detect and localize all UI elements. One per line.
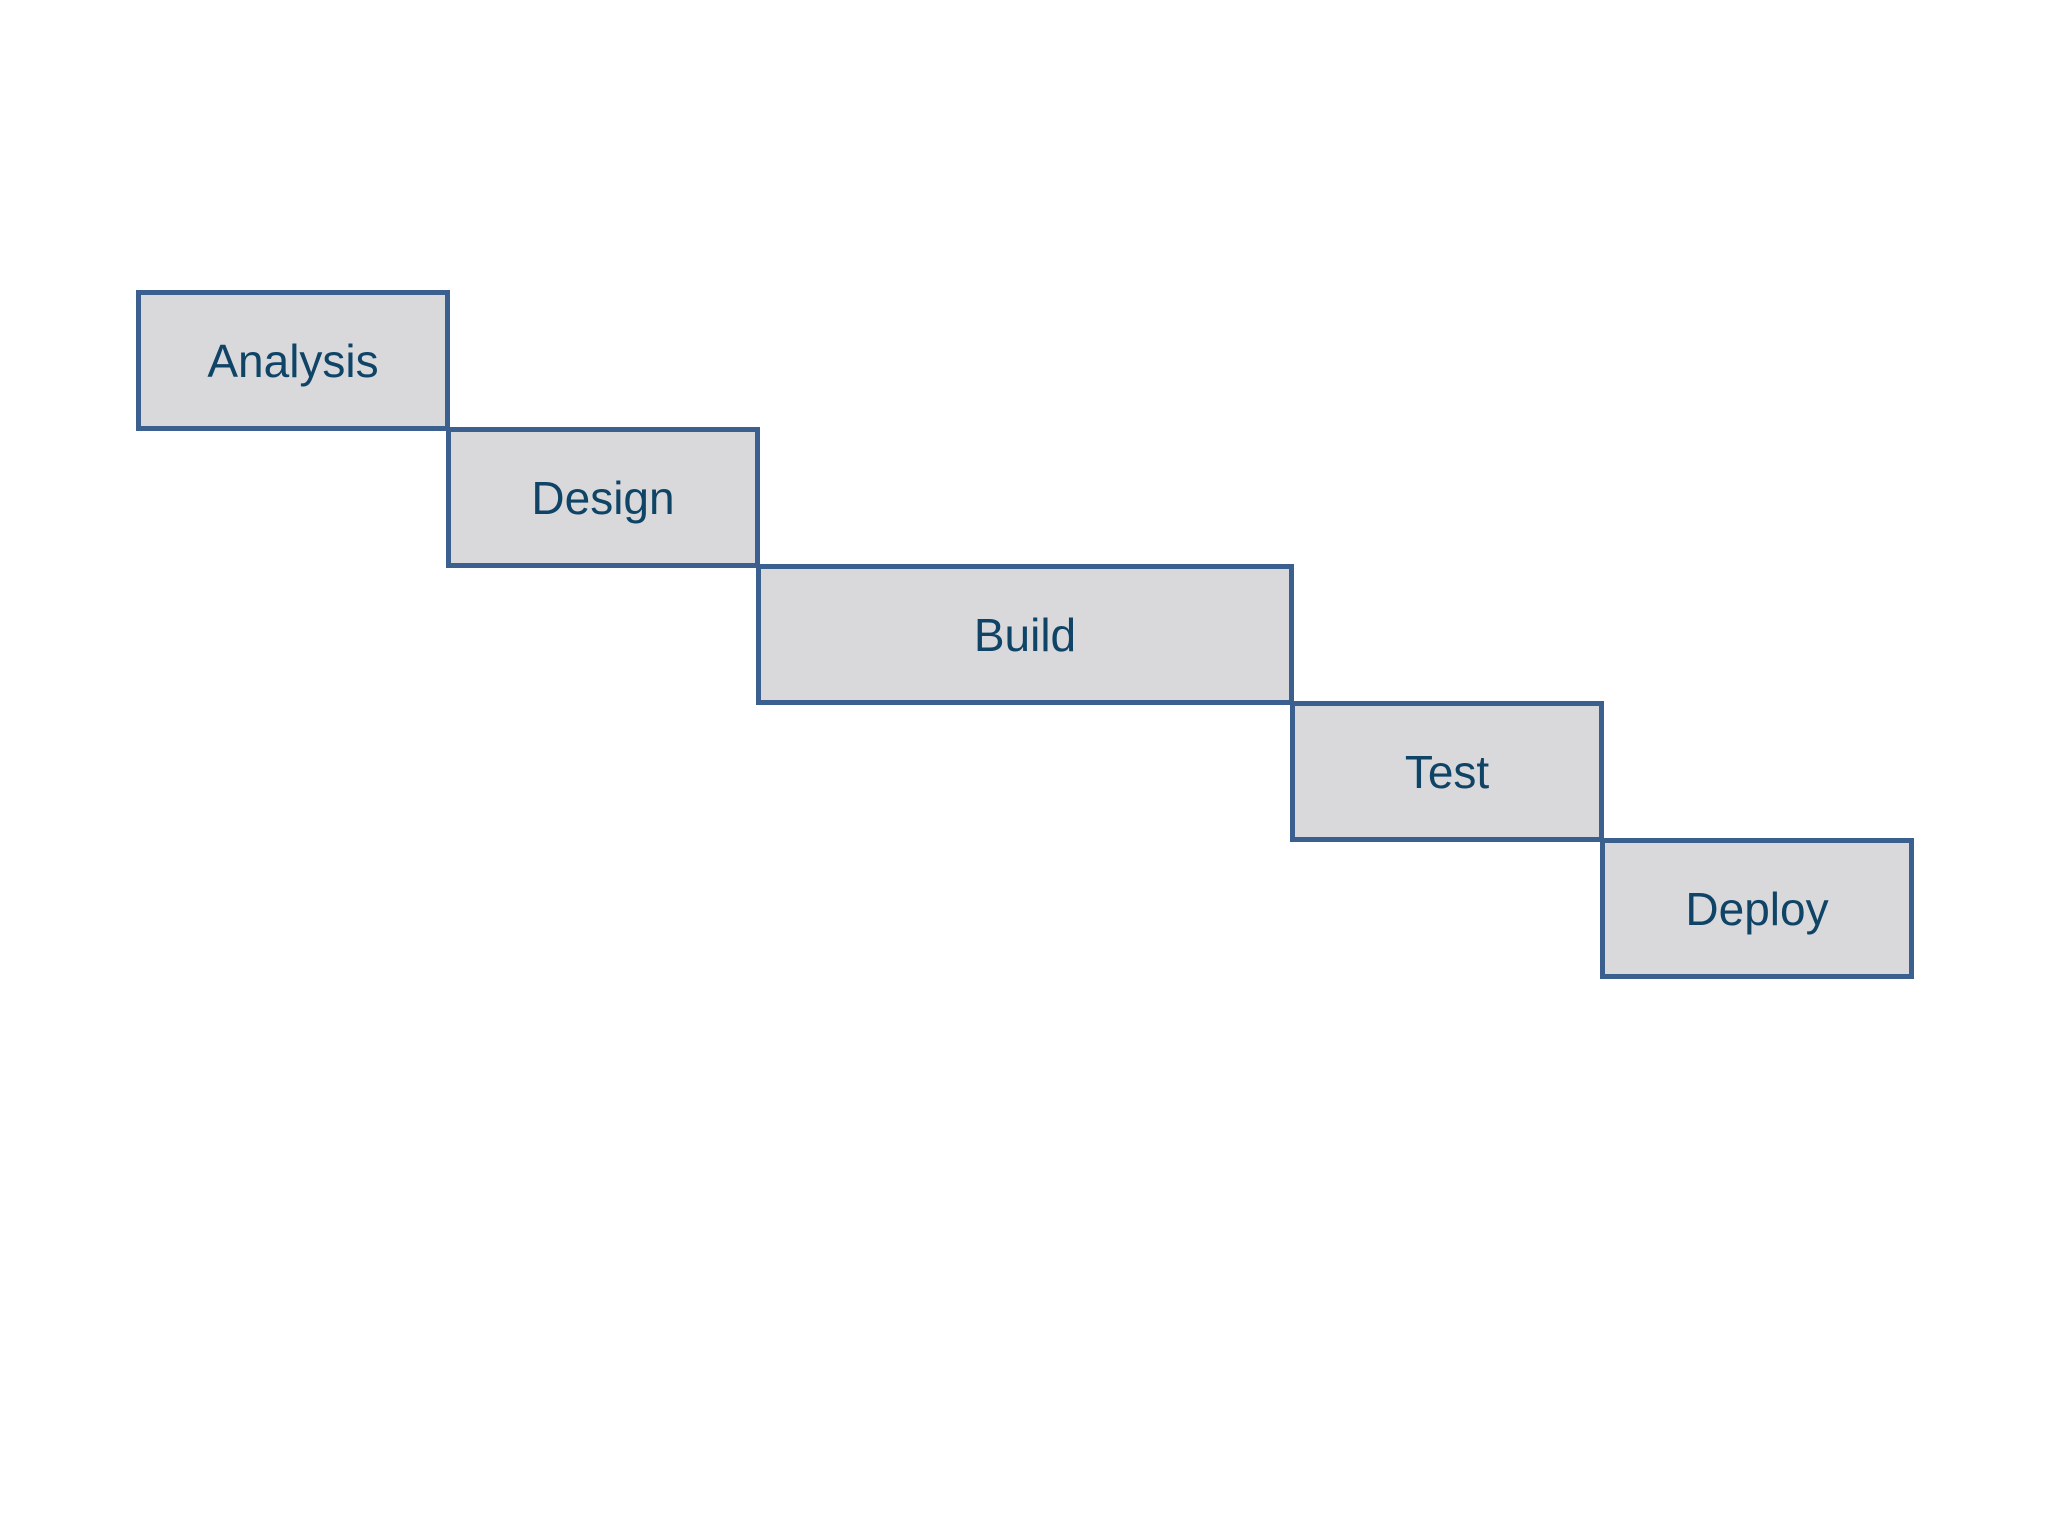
phase-label-test: Test <box>1404 745 1490 798</box>
phase-label-design: Design <box>531 471 675 524</box>
phase-box-deploy: Deploy <box>1600 838 1914 979</box>
phase-box-test: Test <box>1290 701 1604 842</box>
phase-label-build: Build <box>973 608 1077 661</box>
phase-box-build: Build <box>756 564 1294 705</box>
phase-label-deploy: Deploy <box>1685 882 1829 935</box>
phase-box-design: Design <box>446 427 760 568</box>
phase-label-analysis: Analysis <box>207 334 379 387</box>
phase-box-analysis: Analysis <box>136 290 450 431</box>
